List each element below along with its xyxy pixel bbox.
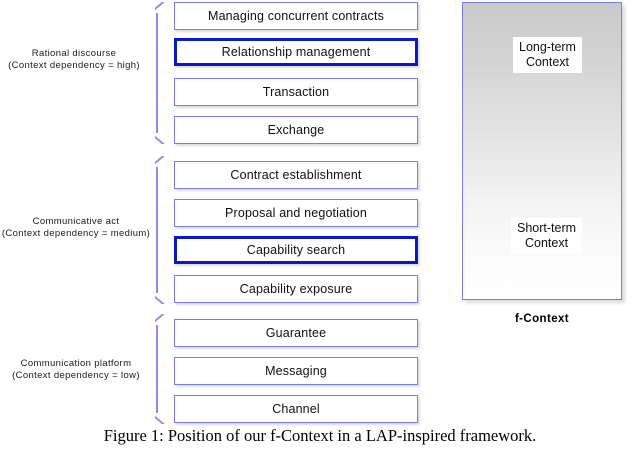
stage-box-contract-establishment[interactable]: Contract establishment [174, 161, 418, 189]
brace-stem [156, 325, 158, 413]
context-label-short-term: Short-term Context [511, 218, 583, 254]
f-context-panel-caption: f-Context [514, 313, 570, 325]
brace-tip-bottom [155, 290, 172, 304]
group-label-communicative-act: Communicative act (Context dependency = … [0, 216, 154, 240]
figure-caption: Figure 1: Position of our f-Context in a… [103, 426, 537, 445]
stage-box-label: Capability search [246, 243, 346, 257]
stage-box-label: Managing concurrent contracts [208, 9, 384, 23]
stage-box-exchange[interactable]: Exchange [174, 116, 418, 144]
group-label-line1: Communication platform [20, 358, 132, 369]
stage-box-label: Guarantee [265, 326, 327, 340]
stage-box-label: Proposal and negotiation [225, 206, 367, 220]
group-label-line2: (Context dependency = high) [8, 60, 140, 71]
brace-stem [156, 167, 158, 293]
context-label-line1: Short-term [517, 221, 577, 235]
context-label-long-term: Long-term Context [513, 37, 582, 73]
brace-tip-bottom [155, 130, 172, 144]
group-label-line1: Rational discourse [31, 48, 117, 59]
group-label-rational-discourse: Rational discourse (Context dependency =… [0, 48, 148, 72]
stage-box-capability-exposure[interactable]: Capability exposure [174, 275, 418, 303]
brace-stem [156, 13, 158, 133]
stage-box-relationship-management[interactable]: Relationship management [174, 38, 418, 66]
stage-box-label: Exchange [267, 123, 325, 137]
stage-box-label: Channel [272, 402, 320, 416]
brace-tip-bottom [155, 410, 172, 424]
stage-box-label: Messaging [265, 364, 327, 378]
context-label-line2: Context [524, 236, 569, 250]
stage-box-label: Contract establishment [230, 168, 362, 182]
context-label-line1: Long-term [519, 40, 576, 54]
context-label-line2: Context [525, 55, 570, 69]
group-label-line2: (Context dependency = low) [12, 370, 140, 381]
stage-box-label: Capability exposure [239, 282, 353, 296]
stage-box-guarantee[interactable]: Guarantee [174, 319, 418, 347]
stage-box-label: Transaction [262, 85, 330, 99]
stage-box-channel[interactable]: Channel [174, 395, 418, 423]
stage-box-capability-search[interactable]: Capability search [174, 236, 418, 264]
stage-box-transaction[interactable]: Transaction [174, 78, 418, 106]
stage-box-proposal-and-negotiation[interactable]: Proposal and negotiation [174, 199, 418, 227]
group-label-communication-platform: Communication platform (Context dependen… [0, 358, 154, 382]
stage-box-managing-concurrent-contracts[interactable]: Managing concurrent contracts [174, 2, 418, 30]
stage-box-messaging[interactable]: Messaging [174, 357, 418, 385]
f-context-panel: Long-term Context Short-term Context [462, 2, 622, 300]
group-label-line2: (Context dependency = medium) [1, 228, 151, 239]
group-label-line1: Communicative act [32, 216, 120, 227]
stage-box-label: Relationship management [221, 45, 371, 59]
